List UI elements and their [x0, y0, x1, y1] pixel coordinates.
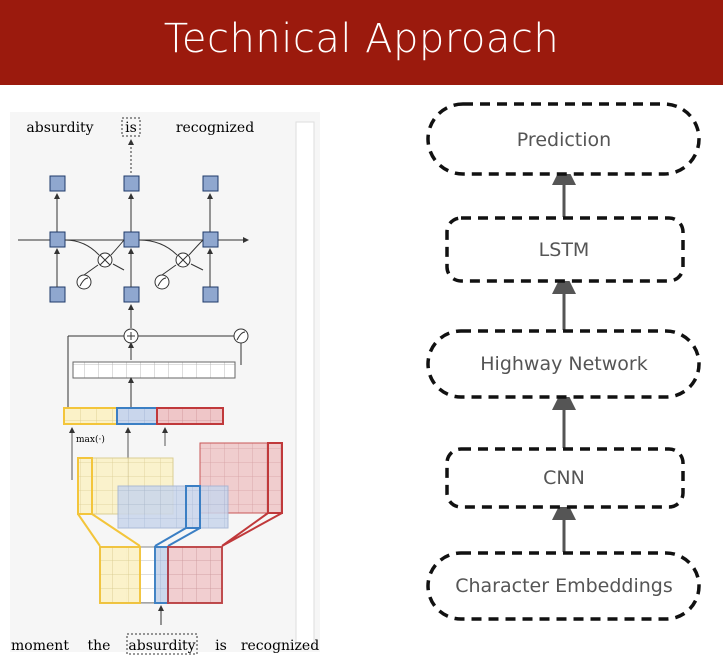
cnn-label: CNN: [543, 467, 585, 489]
highway-layer: [67, 328, 249, 408]
lstm-gates-2: [138, 239, 204, 290]
feature-map-blue: [117, 485, 229, 529]
highway-network-box: [426, 329, 701, 399]
prediction-label: Prediction: [517, 129, 611, 151]
lstm-input-cells: [49, 286, 219, 303]
char-embeddings-label: Character Embeddings: [455, 575, 673, 597]
lstm-box: [445, 216, 685, 283]
filter-yellow: [99, 546, 141, 604]
title-bar: [0, 0, 723, 85]
bottom-word-4: is: [215, 638, 227, 654]
bottom-word-1: moment: [11, 638, 69, 654]
top-word-1: absurdity: [26, 120, 93, 136]
lstm-hidden-cells: [49, 231, 219, 248]
top-word-3: recognized: [176, 120, 254, 136]
bottom-word-3: absurdity: [128, 638, 195, 654]
bottom-word-3-box: [126, 633, 198, 655]
cnn-box: [445, 447, 685, 509]
figure-drawing: absurdity is recognized: [11, 117, 319, 655]
prediction-box: [426, 102, 701, 176]
char-embeddings-box: [426, 551, 701, 621]
lstm-gates-1: [64, 239, 125, 290]
top-word-2-box: [121, 117, 141, 137]
lstm-label: LSTM: [539, 239, 590, 261]
filter-red: [167, 546, 223, 604]
max-label: max(·): [76, 434, 105, 445]
highway-network-label: Highway Network: [480, 353, 647, 375]
bottom-word-5: recognized: [241, 638, 319, 654]
slide-title: Technical Approach: [163, 16, 560, 62]
lstm-output-cells: [49, 175, 219, 192]
figure-side-strip: [295, 121, 315, 648]
bottom-word-2: the: [88, 638, 111, 654]
top-word-2: is: [125, 120, 137, 136]
pooled-red: [156, 407, 224, 425]
highway-vector: [72, 361, 236, 379]
